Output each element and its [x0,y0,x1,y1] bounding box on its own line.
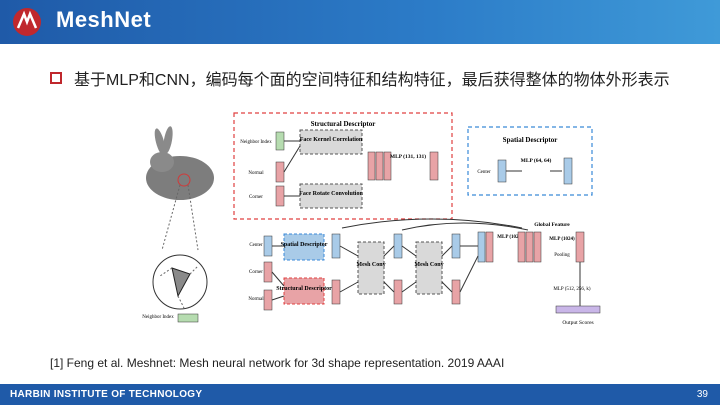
university-logo-icon [13,8,41,36]
mlp-1024-a-label: MLP (1024) [497,235,523,240]
output-scores-bar [555,305,601,314]
page-number: 39 [696,389,708,400]
bunny-mesh-image [146,126,214,200]
label-corner-bottom: Corner [249,270,263,275]
mlp-64-label: MLP (64, 64) [521,157,552,164]
meshnet-architecture-diagram: Structural Descriptor Neighbor Index Nor… [142,112,601,326]
face-kernel-correlation-label: Face Kernel Correlation [300,137,363,143]
output-scores-label: Output Scores [562,320,593,326]
mlp-512-label: MLP (512, 256, k) [553,287,591,292]
label-corner-top: Corner [249,195,263,200]
mlp-131-label: MLP (131, 131) [390,153,426,160]
structural-descriptor-panel [233,112,453,220]
mesh-conv-2-label: Mesh Conv [414,262,443,268]
slide-header [0,0,720,44]
label-center-bottom: Center [249,243,263,248]
face-rotate-convolution-label: Face Rotate Convolution [299,191,363,197]
mlp-1024-b-label: MLP (1024) [549,237,575,242]
label-normal-bottom: Normal [248,297,264,302]
label-center-top: Center [477,170,491,175]
spatial-descriptor-title: Spatial Descriptor [503,136,558,144]
structural-descriptor-title: Structural Descriptor [311,120,376,128]
slide-footer [0,384,720,405]
label-normal-top: Normal [248,171,264,176]
citation: [1] Feng et al. Meshnet: Mesh neural net… [50,356,505,370]
spatial-descriptor-box-label: Spatial Descriptor [281,242,328,248]
spatial-descriptor-panel [467,126,593,196]
slide-title: MeshNet [56,7,152,32]
global-feature-label: Global Feature [534,222,570,228]
label-neighbor-index-bottom: Neighbor Index [142,315,174,320]
structural-descriptor-box-label: Structural Descriptor [276,286,332,292]
bullet-square-icon [50,72,62,84]
pooling-label: Pooling [554,253,570,258]
label-neighbor-index-top: Neighbor Index [240,140,272,145]
footer-institution: HARBIN INSTITUTE OF TECHNOLOGY [10,389,203,400]
bullet-text: 基于MLP和CNN，编码每个面的空间特征和结构特征，最后获得整体的物体外形表示 [74,72,670,89]
mesh-conv-1-label: Mesh Conv [356,262,385,268]
